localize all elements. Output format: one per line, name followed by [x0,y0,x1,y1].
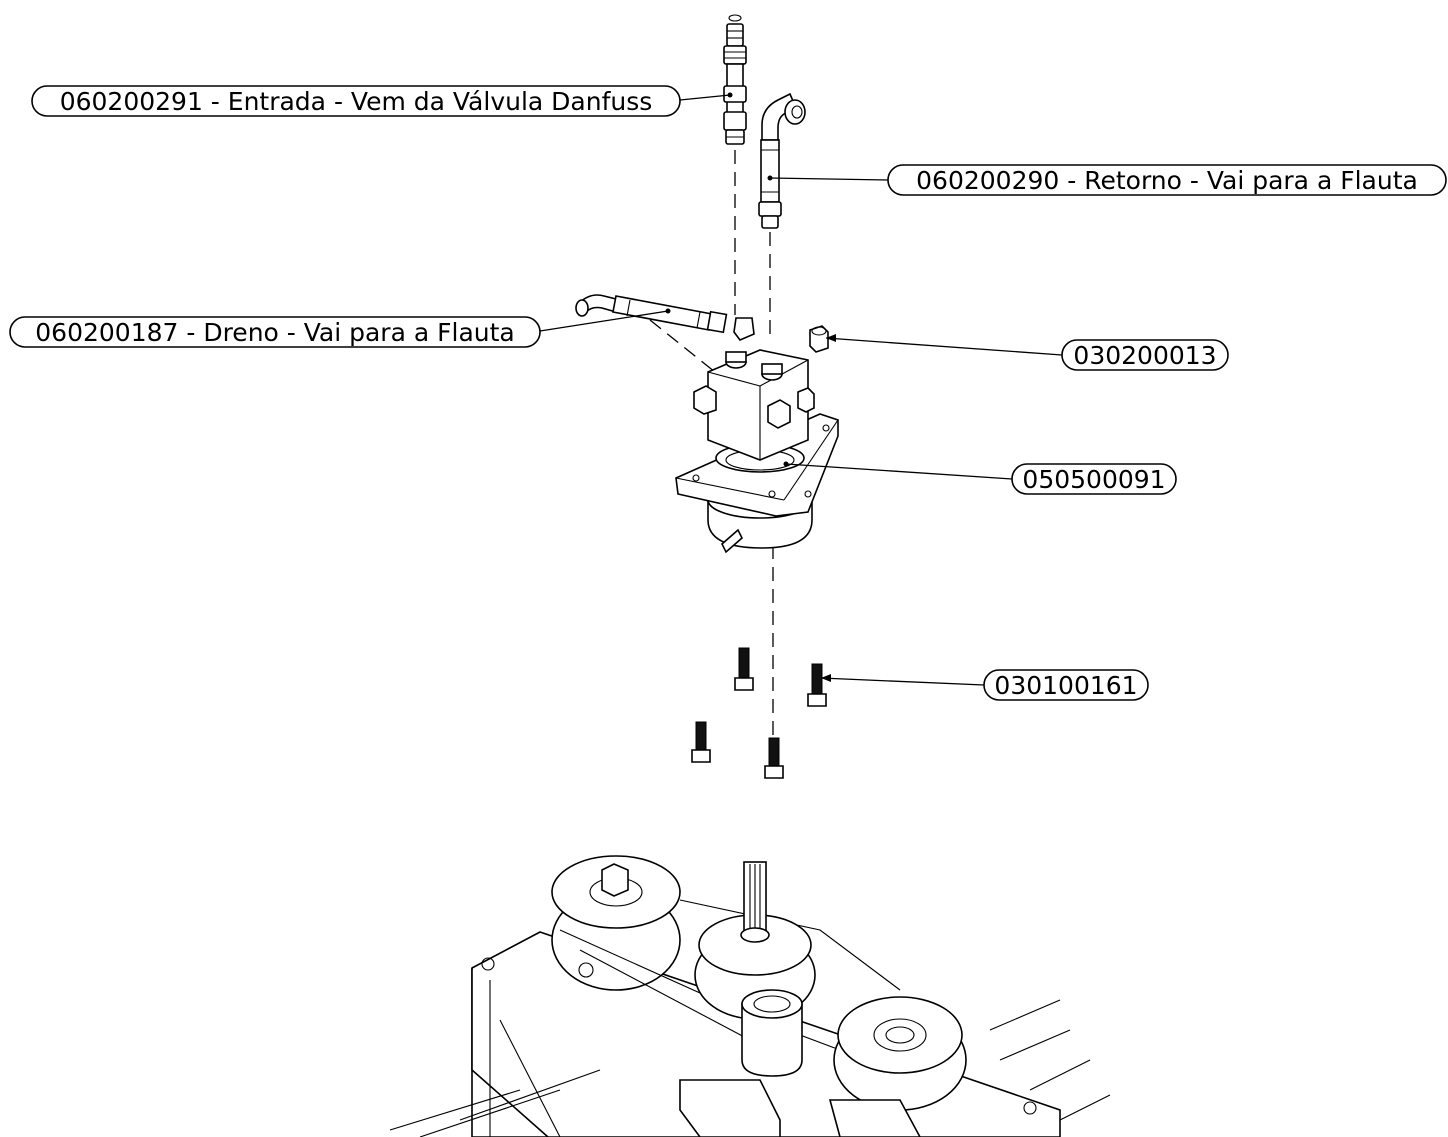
hose-retorno-part [758,92,806,229]
callout-dreno-label: 060200187 - Dreno - Vai para a Flauta [35,318,514,347]
callout-bolt: 030100161 [983,669,1149,701]
hose-entrada-part [723,14,747,145]
fitting-part [809,325,829,353]
leader-dot-entrada [727,92,733,98]
bolt-parts [691,647,827,779]
leader-arrow-bolt [821,674,831,682]
hydraulic-motor-part [675,349,839,554]
assembly-center-lines [649,150,774,740]
callout-retorno-label: 060200290 - Retorno - Vai para a Flauta [916,166,1418,195]
callout-dreno: 060200187 - Dreno - Vai para a Flauta [9,316,541,348]
bolt-part-4 [764,737,784,779]
callout-entrada: 060200291 - Entrada - Vem da Válvula Dan… [31,85,681,117]
bolt-part-3 [691,721,711,763]
callout-fitting: 030200013 [1061,339,1229,371]
leader-dot-motor [783,461,789,467]
hose-dreno-part [575,294,755,341]
callout-motor: 050500091 [1011,463,1177,495]
callout-motor-label: 050500091 [1022,465,1165,494]
leader-dot-retorno [767,175,773,181]
callout-entrada-label: 060200291 - Entrada - Vem da Válvula Dan… [60,87,653,116]
callout-fitting-label: 030200013 [1073,341,1216,370]
callout-leaders [539,92,1063,686]
gearbox-base-assembly [389,855,1111,1137]
bolt-part-1 [734,647,754,691]
callout-retorno: 060200290 - Retorno - Vai para a Flauta [887,164,1447,196]
leader-dot-dreno [665,308,671,314]
bolt-part-2 [807,663,827,707]
callout-bolt-label: 030100161 [994,671,1137,700]
leader-arrow-fitting [826,334,836,342]
